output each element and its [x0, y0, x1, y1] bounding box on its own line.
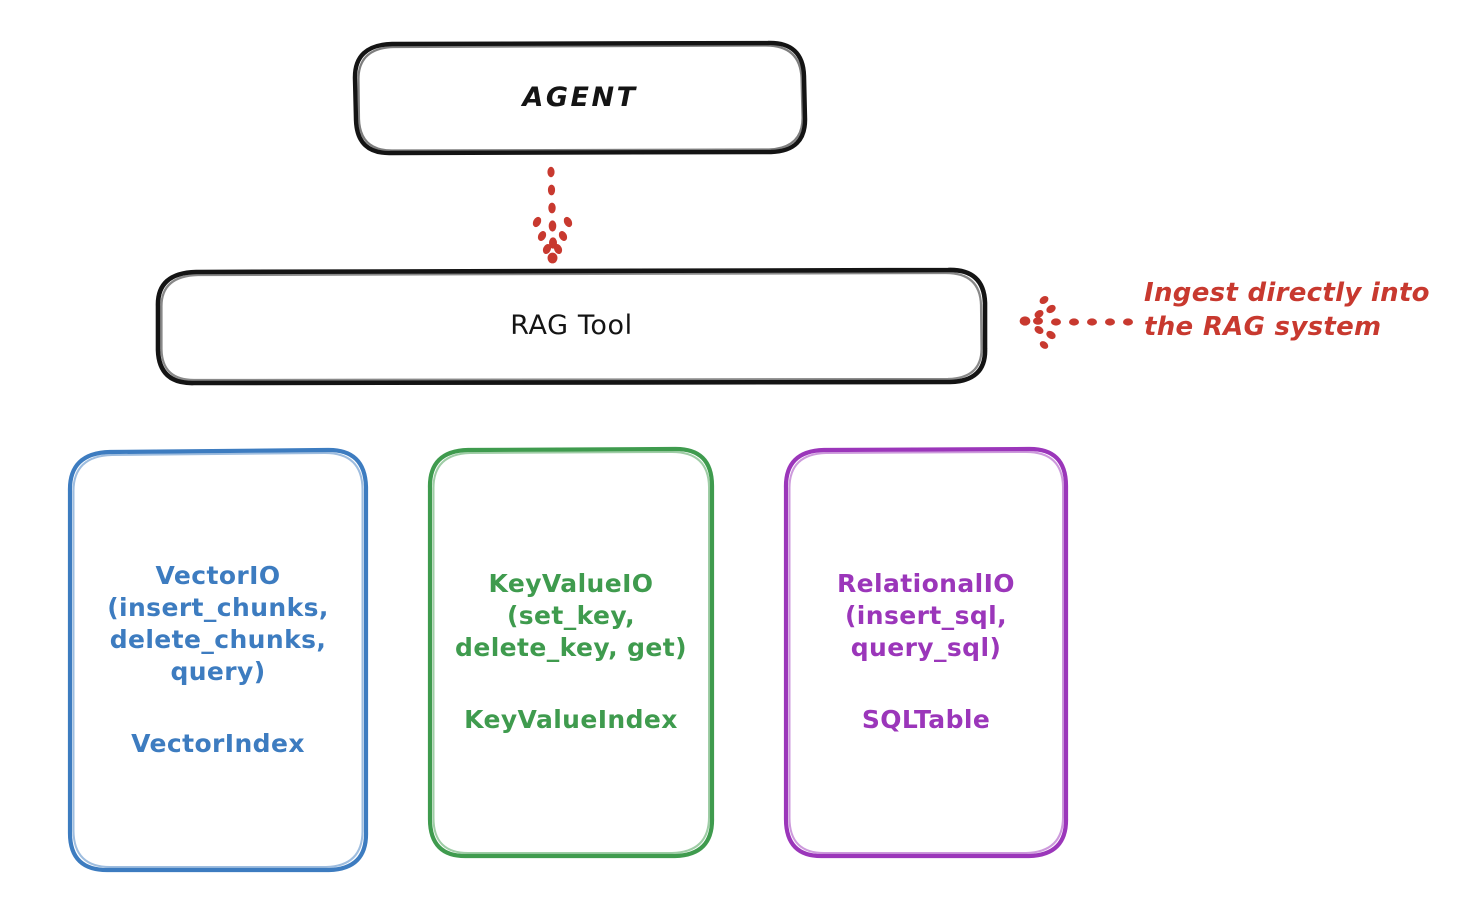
vector-io-label: VectorIO (insert_chunks, delete_chunks, … [107, 561, 329, 686]
relational-io-node[interactable]: RelationalIO (insert_sql, query_sql) SQL… [786, 448, 1066, 856]
agent-to-rag-tool-arrow [532, 166, 573, 264]
agent-node[interactable]: AGENT [355, 42, 805, 154]
relational-io-label: RelationalIO (insert_sql, query_sql) [837, 569, 1015, 662]
key-value-io-label: KeyValueIO (set_key, delete_key, get) [455, 569, 687, 662]
ingest-to-rag-tool-arrow [1019, 295, 1133, 349]
rag-tool-node[interactable]: RAG Tool [158, 270, 985, 382]
key-value-io-node[interactable]: KeyValueIO (set_key, delete_key, get) Ke… [430, 448, 712, 856]
vector-io-node[interactable]: VectorIO (insert_chunks, delete_chunks, … [70, 450, 366, 870]
key-value-index-label: KeyValueIndex [464, 705, 678, 734]
vector-index-label: VectorIndex [131, 729, 305, 758]
ingest-annotation-text: Ingest directly into the RAG system [1144, 278, 1430, 342]
agent-label: AGENT [522, 81, 638, 113]
sql-table-label: SQLTable [861, 705, 991, 734]
rag-tool-label: RAG Tool [510, 309, 633, 341]
